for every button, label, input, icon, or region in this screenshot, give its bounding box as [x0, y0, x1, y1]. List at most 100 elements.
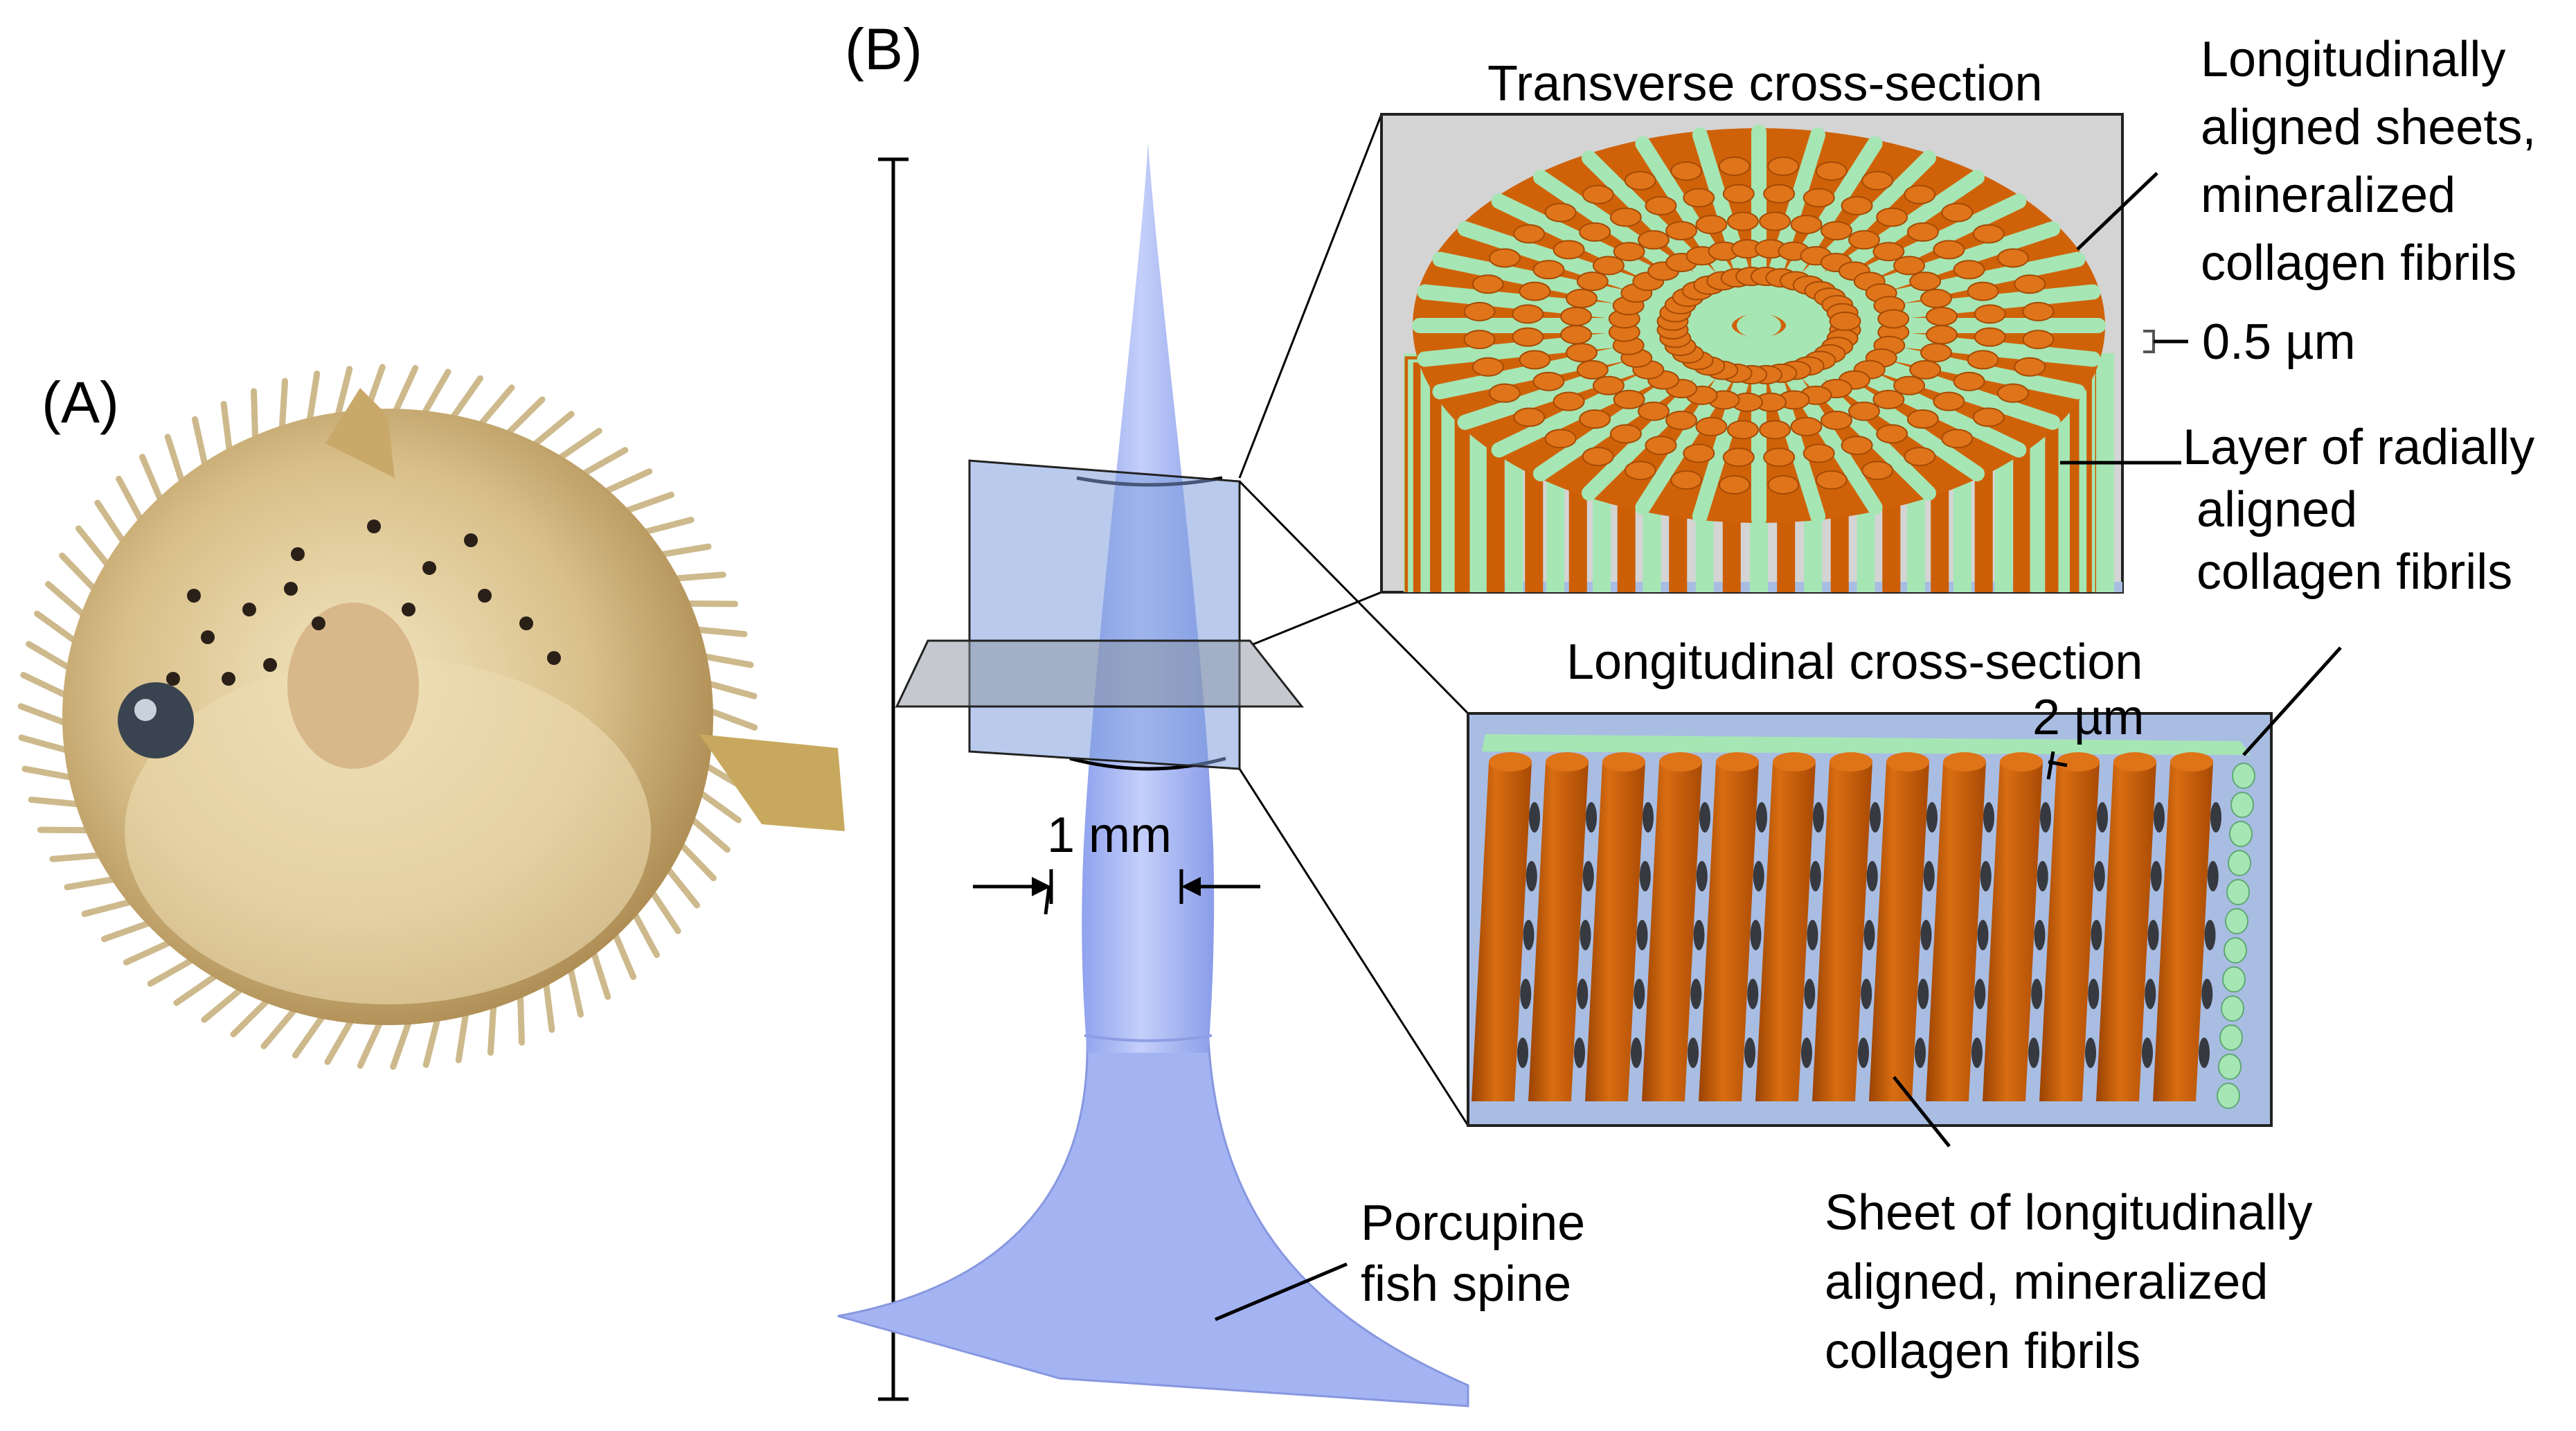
longitudinal-inset [1467, 712, 2273, 1127]
fibril-end [1544, 202, 1577, 222]
longitudinal-fibril [1869, 762, 1929, 1101]
fibril-gap [1974, 979, 1986, 1009]
fibril-gap [2207, 861, 2219, 891]
fish-spot [201, 630, 215, 644]
fibril-gap [1983, 802, 1994, 833]
fibril-end [1722, 447, 1755, 468]
fibril-gap [1688, 1038, 1699, 1068]
fibril-end [1512, 304, 1544, 324]
side-sheet-segment [2229, 821, 2253, 847]
longitudinal-fibril [2153, 762, 2213, 1101]
fibril-gap [2040, 802, 2051, 833]
longitudinal-fibril [1812, 762, 1872, 1101]
fibril-end [1613, 242, 1645, 262]
fish-spot [263, 658, 277, 672]
fibril-end [1904, 447, 1936, 467]
fibril-gap [2142, 1038, 2153, 1068]
fibril-gap [1526, 861, 1537, 891]
side-sheet-segment [2228, 850, 2251, 876]
fibril-end [1974, 327, 2006, 347]
fibril-end [1512, 327, 1544, 347]
fibril-end [1920, 343, 1952, 363]
fibril-end [1566, 343, 1598, 363]
fibril-gap [1870, 802, 1881, 833]
fibril-end [1861, 461, 1894, 481]
transverse-radial-fibrils [1412, 124, 2106, 527]
fibril-end [1513, 407, 1546, 427]
fibril-end [1576, 272, 1609, 292]
longitudinal-scale: 2 µm [2032, 690, 2145, 745]
layer-label-line1: Layer of radially [2183, 420, 2534, 475]
fibril-end [1941, 429, 1974, 449]
fibril-end [1933, 391, 1965, 411]
longitudinal-fibril [2096, 762, 2156, 1101]
side-sheet-segment [2222, 966, 2246, 993]
fibril-gap [1586, 802, 1597, 833]
side-sheet-segment [2225, 908, 2248, 934]
fibril-end [1848, 401, 1880, 421]
fibril-end [1513, 224, 1546, 244]
fibril-end [1592, 256, 1625, 276]
fish-spot [284, 582, 298, 596]
fibril-end [1670, 161, 1703, 181]
fibril-gap [1577, 979, 1589, 1009]
fibril-end [1670, 470, 1703, 490]
fibril-gap [2093, 861, 2105, 891]
fibril-top [1716, 752, 1759, 772]
fibril-end [1920, 288, 1952, 308]
fibril-end [1472, 357, 1504, 377]
sheets-label-line4: collagen fibrils [2201, 235, 2516, 291]
fibril-end [2022, 301, 2055, 321]
zoom-lines [1238, 114, 1469, 1126]
fibril-end [1726, 420, 1759, 440]
fibril-top [1773, 752, 1816, 772]
fibril-gap [1804, 979, 1816, 1009]
fibril-end [1820, 221, 1852, 241]
fibril-end [1683, 188, 1715, 208]
fibril-gap [1750, 920, 1762, 950]
fibril-gap [2154, 802, 2165, 833]
sheets-label-line1: Longitudinally [2201, 32, 2505, 87]
fibril-gap [1863, 920, 1875, 950]
fish-spot [402, 603, 415, 616]
side-sheet-segment [2226, 879, 2250, 905]
fibril-end [1829, 311, 1861, 331]
fibril-gap [1523, 920, 1535, 950]
fish-spot [547, 651, 561, 665]
fibril-end [1953, 260, 1985, 280]
fibril-end [1519, 281, 1551, 301]
fibril-end [1532, 371, 1565, 391]
fibril-end [1532, 260, 1565, 280]
side-sheet-segment [2230, 792, 2254, 818]
fibril-end [1815, 470, 1848, 490]
sheet-label-line3: collagen fibrils [1825, 1324, 2140, 1379]
fibril-gap [2150, 861, 2162, 891]
fibril-gap [1926, 802, 1938, 833]
length-scale-bar [878, 157, 909, 1401]
fibril-gap [1753, 861, 1764, 891]
fibril-end [1997, 248, 2030, 268]
fibril-gap [1639, 861, 1651, 891]
fibril-end [1909, 272, 1942, 292]
fish-pectoral-fin [287, 603, 419, 769]
width-label: 1 mm [1047, 808, 1172, 863]
fish-spot [166, 672, 180, 686]
fibril-end [1463, 330, 1496, 350]
fibril-end [1763, 447, 1796, 468]
longitudinal-fibril [1983, 762, 2043, 1101]
fibril-gap [2097, 802, 2108, 833]
fibril-end [1665, 410, 1698, 430]
fibril-end [1848, 230, 1880, 250]
fibril-end [1472, 274, 1504, 294]
fibril-end [1815, 161, 1848, 181]
fibril-end [1790, 416, 1823, 436]
sheet-label-line1: Sheet of longitudinally [1825, 1185, 2313, 1241]
fibril-end [1763, 184, 1796, 204]
fibril-end [1933, 240, 1965, 260]
fish-spot [367, 519, 381, 533]
transverse-inset [1380, 113, 2124, 594]
side-sheet-segment [2217, 1083, 2240, 1109]
fibril-end [1759, 211, 1791, 231]
fish-spot [478, 589, 492, 603]
fibril-end [1820, 410, 1852, 430]
